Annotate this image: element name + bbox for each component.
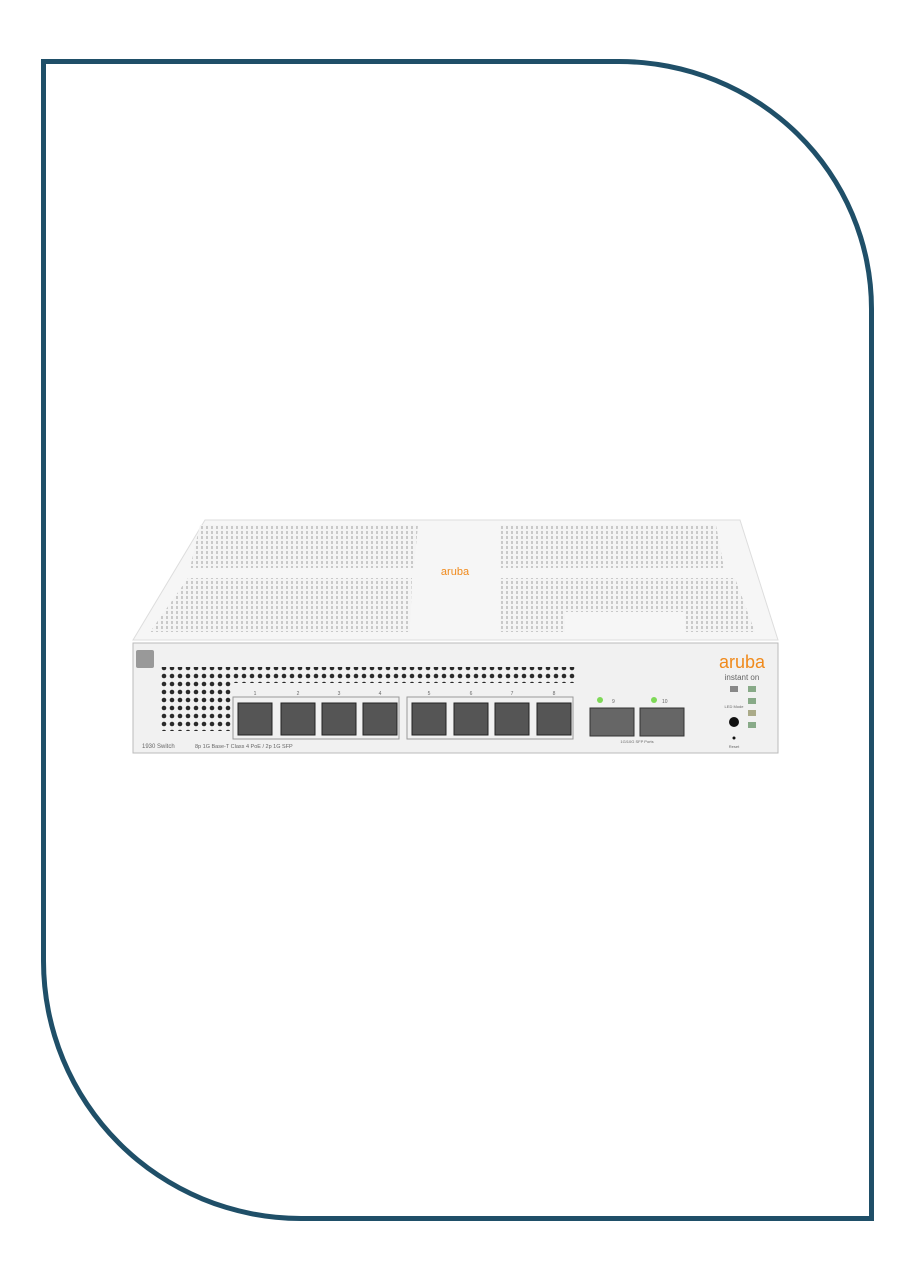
port-number: 3 xyxy=(338,691,341,697)
sfp-number: 9 xyxy=(612,699,615,705)
port-number: 7 xyxy=(511,691,514,697)
sfp-port-10[interactable] xyxy=(639,707,685,737)
rj45-port-3[interactable] xyxy=(321,702,357,736)
reset-button[interactable] xyxy=(732,736,736,740)
port-number: 4 xyxy=(379,691,382,697)
rj45-port-6[interactable] xyxy=(453,702,489,736)
model-label: 1930 Switch xyxy=(142,744,175,750)
rj45-port-7[interactable] xyxy=(494,702,530,736)
rj45-port-4[interactable] xyxy=(362,702,398,736)
sfp-number: 10 xyxy=(662,699,668,705)
reset-label: Reset xyxy=(729,744,740,749)
port-number: 1 xyxy=(254,691,257,697)
led-mode-button[interactable] xyxy=(729,717,739,727)
led-mode-label: LED Mode xyxy=(725,704,745,709)
port-number: 6 xyxy=(470,691,473,697)
rj45-port-1[interactable] xyxy=(237,702,273,736)
port-number: 5 xyxy=(428,691,431,697)
rj45-port-8[interactable] xyxy=(536,702,572,736)
sfp-port-9[interactable] xyxy=(589,707,635,737)
rj45-port-5[interactable] xyxy=(411,702,447,736)
port-number: 2 xyxy=(297,691,300,697)
rj45-port-2[interactable] xyxy=(280,702,316,736)
top-logo: aruba xyxy=(441,566,470,578)
led-10 xyxy=(651,697,657,703)
led-9 xyxy=(597,697,603,703)
rounded-frame-border xyxy=(41,59,874,1221)
description-label: 8p 1G Base-T Class 4 PoE / 2p 1G SFP xyxy=(195,744,293,750)
sfp-label: 1G/10G SFP Ports xyxy=(620,739,653,744)
sub-brand-logo: instant on xyxy=(725,673,760,682)
port-number: 8 xyxy=(553,691,556,697)
brand-logo: aruba xyxy=(719,652,766,672)
